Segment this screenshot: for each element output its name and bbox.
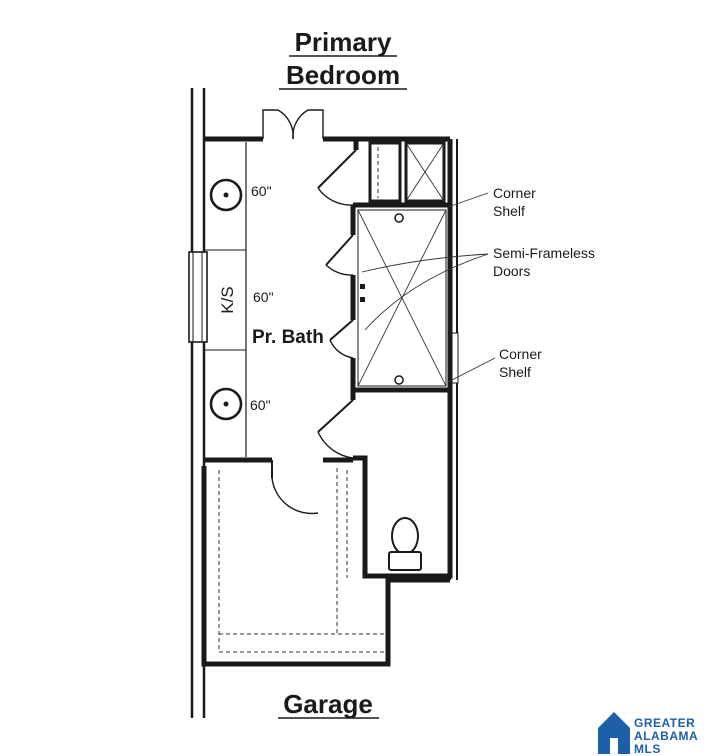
vanity: [204, 142, 247, 457]
logo-line3: MLS: [634, 742, 661, 756]
callout-corner-shelf-bottom: Corner Shelf: [447, 346, 542, 383]
house-icon: [598, 712, 630, 754]
corner-shelf-top-line2: Shelf: [493, 203, 525, 219]
corner-shelf-top-line1: Corner: [493, 185, 536, 201]
bath-walls: [204, 136, 453, 579]
ks-label: K/S: [218, 286, 237, 313]
garage-walls: [201, 466, 450, 667]
dimension-top: 60": [251, 183, 272, 199]
corner-shelf-bottom-line1: Corner: [499, 346, 542, 362]
primary-bedroom-title-line2: Bedroom: [286, 60, 400, 90]
dimension-bottom: 60": [250, 397, 271, 413]
toilet: [388, 517, 422, 571]
corner-shelf-bottom-line2: Shelf: [499, 364, 531, 380]
door-swings: [262, 109, 357, 515]
linen-closets: [368, 141, 446, 203]
semi-frameless-line1: Semi-Frameless: [493, 245, 595, 261]
callout-semi-frameless: Semi-Frameless Doors: [361, 245, 595, 331]
dimension-middle: 60": [253, 289, 274, 305]
callout-corner-shelf-top: Corner Shelf: [447, 185, 536, 219]
shower: [357, 209, 447, 387]
primary-bedroom-title: Primary: [295, 27, 392, 57]
logo-line1: GREATER: [634, 716, 695, 730]
semi-frameless-line2: Doors: [493, 263, 530, 279]
primary-bath-label: Pr. Bath: [252, 327, 324, 348]
logo-line2: ALABAMA: [634, 729, 698, 743]
garage-title: Garage: [283, 689, 373, 719]
exterior-right-wall: [449, 139, 459, 580]
greater-alabama-mls-logo: GREATER ALABAMA MLS: [598, 712, 698, 756]
